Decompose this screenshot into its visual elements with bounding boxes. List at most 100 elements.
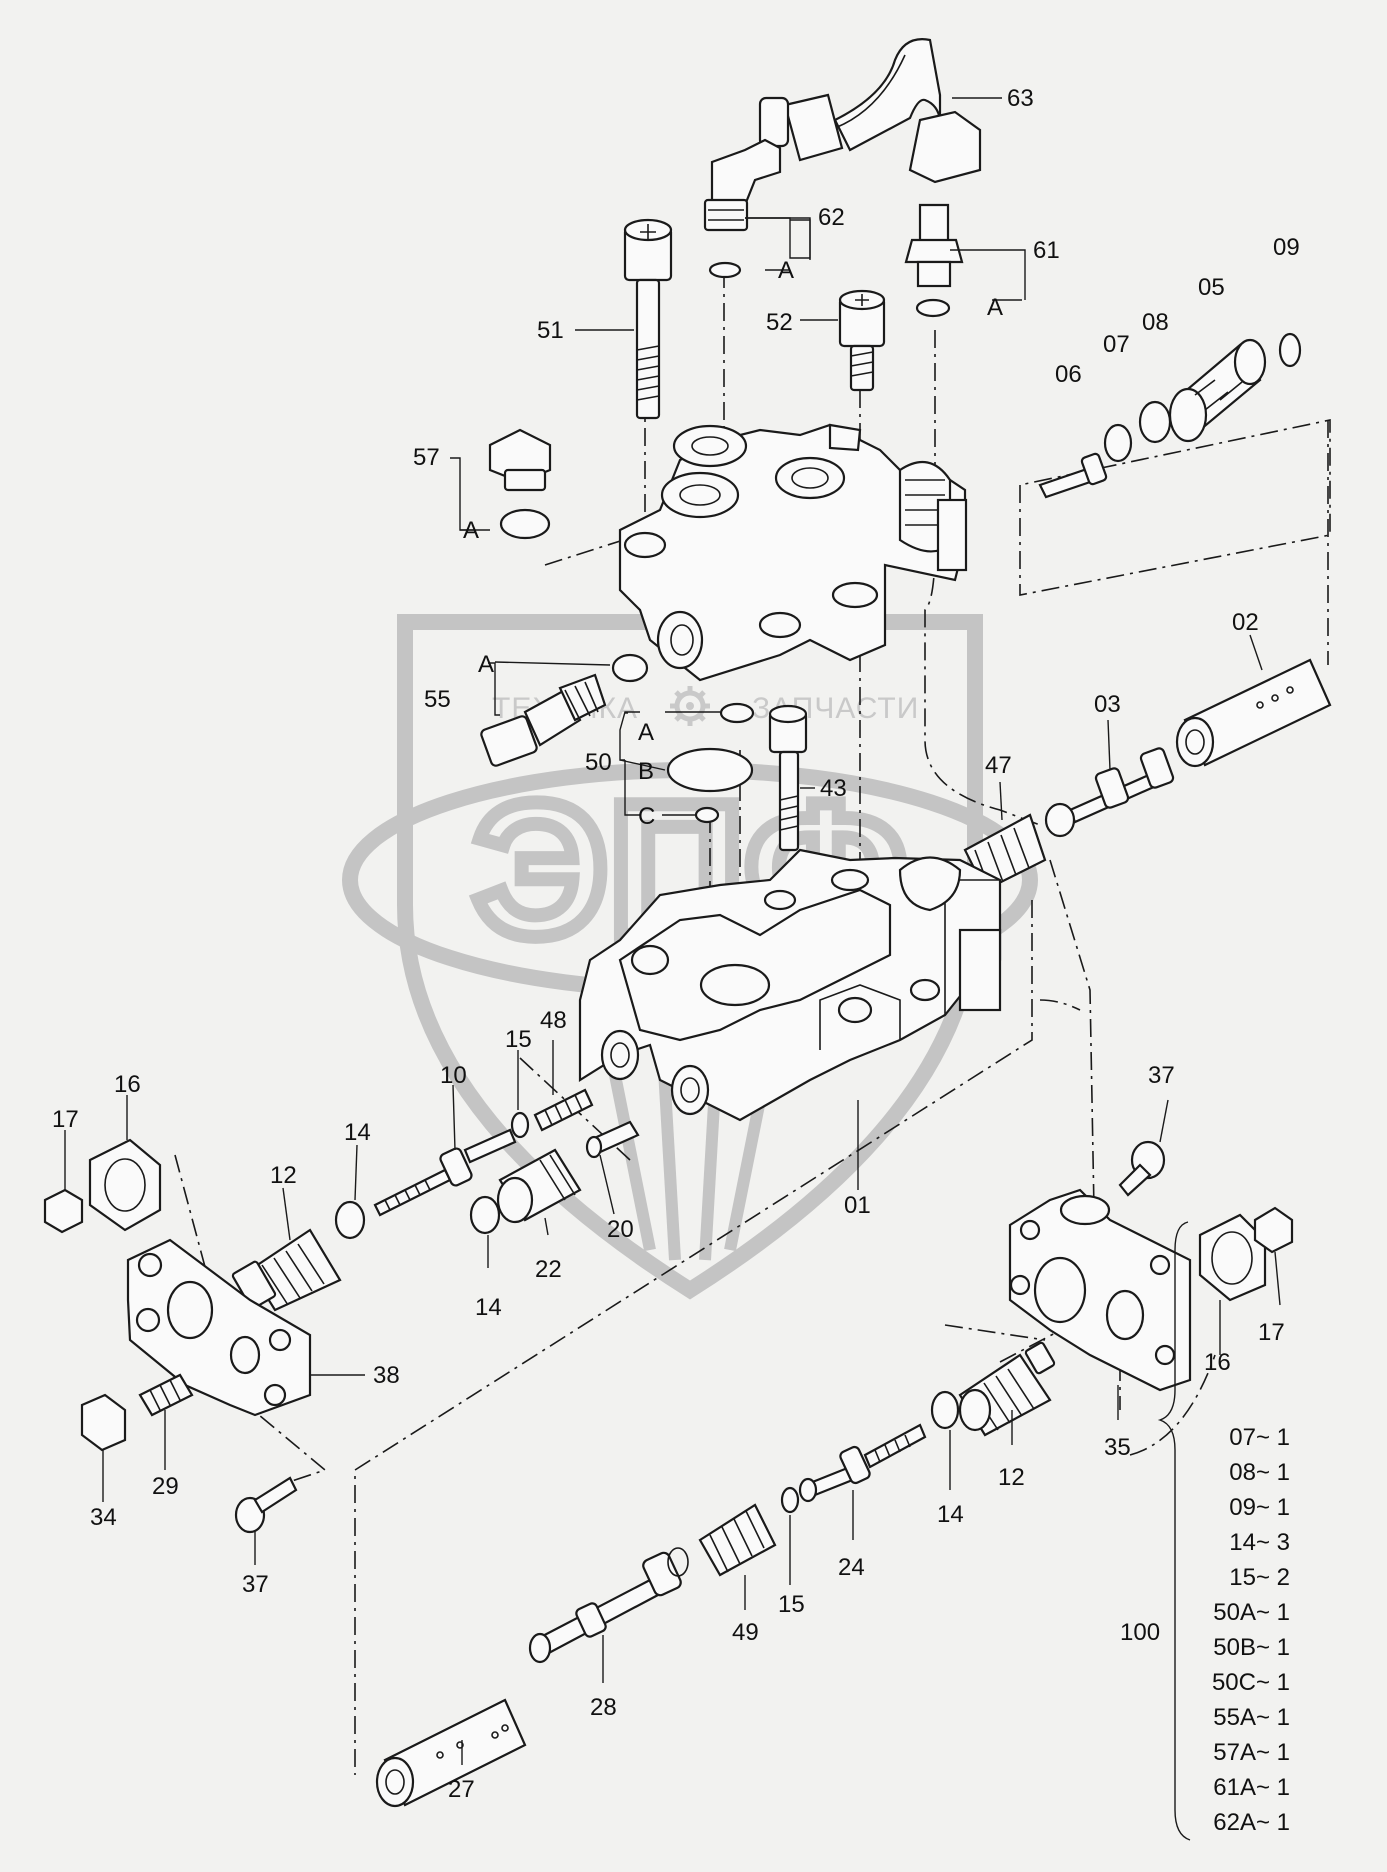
label-09: 09: [1273, 234, 1300, 261]
cover-35: [1008, 1188, 1192, 1392]
sensor-55: [480, 653, 649, 767]
kit-item: 14~ 3: [1229, 1529, 1290, 1556]
plug-57: [488, 428, 552, 540]
spool-10: [373, 1128, 517, 1217]
label-14-upper: 14: [344, 1119, 371, 1146]
label-43: 43: [820, 775, 847, 802]
upper-valve-body: [618, 423, 968, 682]
label-47: 47: [985, 752, 1012, 779]
label-16-left: 16: [114, 1071, 141, 1098]
label-20: 20: [607, 1216, 634, 1243]
label-27: 27: [448, 1776, 475, 1803]
bolt-51: [623, 218, 673, 420]
label-55: 55: [424, 686, 451, 713]
label-07: 07: [1103, 331, 1130, 358]
label-37-right: 37: [1148, 1062, 1175, 1089]
label-51: 51: [537, 317, 564, 344]
nut-17-left: [43, 1188, 84, 1234]
leader-lines: [64, 97, 1281, 1841]
o-ring-07: [1103, 423, 1133, 463]
label-05: 05: [1198, 274, 1225, 301]
sublabel-b-50: B: [638, 758, 654, 785]
sublabel-c-50: C: [638, 803, 655, 830]
sleeve-27: [375, 1698, 527, 1808]
kit-item: 50A~ 1: [1213, 1599, 1290, 1626]
label-37-left: 37: [242, 1571, 269, 1598]
label-14-lower: 14: [937, 1501, 964, 1528]
label-52: 52: [766, 309, 793, 336]
spool-03: [1044, 747, 1175, 838]
label-29: 29: [152, 1473, 179, 1500]
label-49: 49: [732, 1619, 759, 1646]
cover-38: [126, 1238, 312, 1417]
bolt-43: [768, 704, 808, 852]
label-12-left: 12: [270, 1162, 297, 1189]
sleeve-02: [1175, 658, 1332, 768]
nut-17-right: [1253, 1206, 1294, 1254]
label-16-right: 16: [1204, 1349, 1231, 1376]
kit-list: 100 07~ 1 08~ 1 09~ 1 14~ 3 15~ 2 50A~ 1…: [1120, 1424, 1290, 1836]
adjuster-12-right: [958, 1341, 1056, 1437]
spring-48: [533, 1088, 594, 1132]
label-22: 22: [535, 1256, 562, 1283]
label-01: 01: [844, 1192, 871, 1219]
label-61: 61: [1033, 237, 1060, 264]
label-34: 34: [90, 1504, 117, 1531]
kit-item: 15~ 2: [1229, 1564, 1290, 1591]
kit-number: 100: [1120, 1619, 1160, 1646]
label-35: 35: [1104, 1434, 1131, 1461]
bolt-52: [838, 289, 886, 392]
label-38: 38: [373, 1362, 400, 1389]
label-17-left: 17: [52, 1106, 79, 1133]
kit-item: 62A~ 1: [1213, 1809, 1290, 1836]
label-02: 02: [1232, 609, 1259, 636]
kit-item: 09~ 1: [1229, 1494, 1290, 1521]
label-12-right: 12: [998, 1464, 1025, 1491]
label-50: 50: [585, 749, 612, 776]
sub-labels: A A A A A B C: [463, 257, 1003, 830]
label-57: 57: [413, 444, 440, 471]
o-ring-14-a: [334, 1200, 366, 1240]
o-ring-15-left: [510, 1111, 530, 1139]
locknut-16-left: [88, 1138, 162, 1232]
kit-item: 08~ 1: [1229, 1459, 1290, 1486]
kit-item: 50C~ 1: [1212, 1669, 1290, 1696]
label-62: 62: [818, 204, 845, 231]
spool-24: [798, 1423, 927, 1503]
main-valve-body: [578, 848, 1002, 1122]
label-15-upper: 15: [505, 1026, 532, 1053]
label-17-right: 17: [1258, 1319, 1285, 1346]
bolt-37-right: [1118, 1140, 1166, 1197]
label-15-lower: 15: [778, 1591, 805, 1618]
o-ring-15-right: [780, 1486, 800, 1514]
kit-item: 57A~ 1: [1213, 1739, 1290, 1766]
gear-icon: [670, 686, 710, 726]
sublabel-a-61: A: [987, 294, 1003, 321]
bolt-37-left: [234, 1476, 298, 1534]
kit-item: 50B~ 1: [1213, 1634, 1290, 1661]
label-14-mid: 14: [475, 1294, 502, 1321]
kit-item: 55A~ 1: [1213, 1704, 1290, 1731]
part-labels: 63 62 61 09 05 08 07 06 51 52 57 55 50 4…: [52, 85, 1300, 1803]
label-10: 10: [440, 1062, 467, 1089]
kit-item: 07~ 1: [1229, 1424, 1290, 1451]
spring-29: [138, 1373, 194, 1417]
sublabel-a-62: A: [778, 257, 794, 284]
sublabel-a-57: A: [463, 517, 479, 544]
adjuster-12-left: [231, 1228, 342, 1312]
spool-06: [1038, 452, 1108, 499]
o-ring-14-c: [930, 1390, 960, 1430]
locknut-16-right: [1198, 1213, 1267, 1302]
label-24: 24: [838, 1554, 865, 1581]
label-06: 06: [1055, 361, 1082, 388]
pipe-assembly: [703, 38, 982, 318]
nut-34: [80, 1393, 127, 1452]
label-63: 63: [1007, 85, 1034, 112]
label-03: 03: [1094, 691, 1121, 718]
ring-08: [1138, 400, 1172, 444]
label-28: 28: [590, 1694, 617, 1721]
sleeve-05: [1168, 338, 1267, 443]
sublabel-a-50: A: [638, 719, 654, 746]
kit-item: 61A~ 1: [1213, 1774, 1290, 1801]
spring-49: [698, 1503, 777, 1577]
